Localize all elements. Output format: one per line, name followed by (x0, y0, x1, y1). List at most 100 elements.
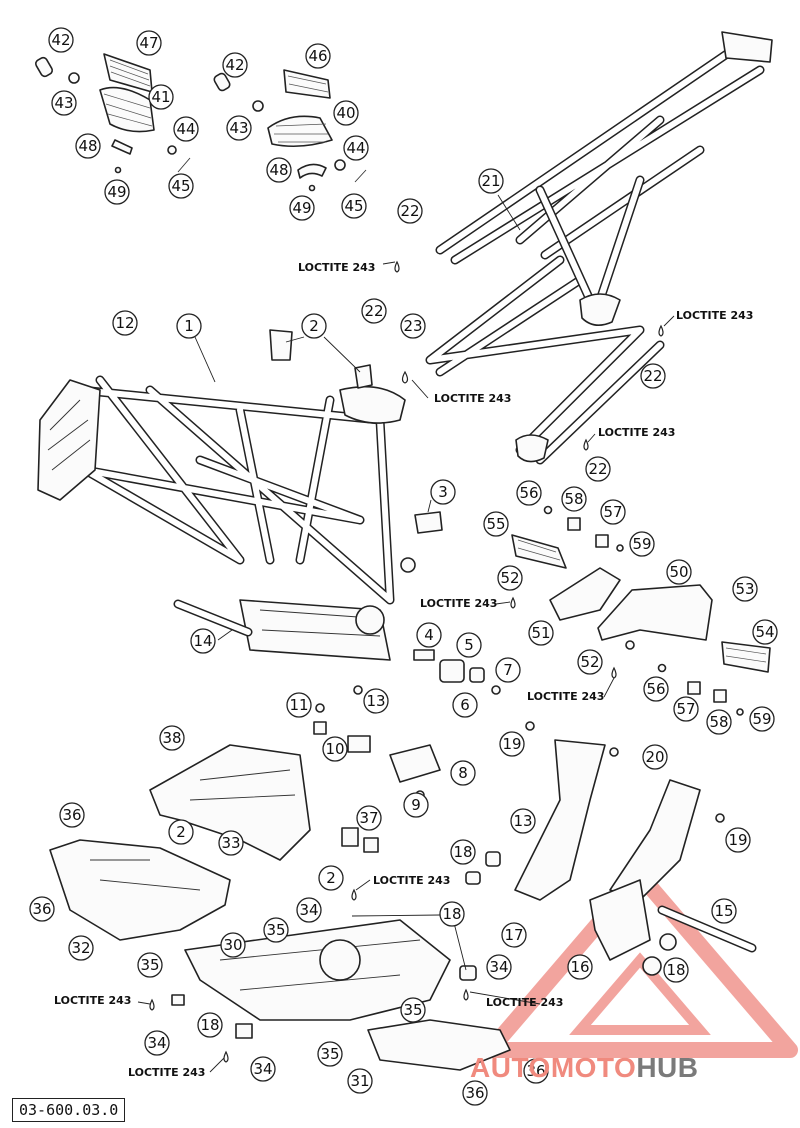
svg-text:18: 18 (200, 1016, 219, 1034)
callout-15: 15 (711, 898, 737, 924)
callout-8: 8 (450, 760, 476, 786)
svg-text:8: 8 (458, 764, 468, 782)
svg-text:46: 46 (308, 47, 327, 65)
svg-text:22: 22 (588, 460, 607, 478)
callout-51: 51 (528, 620, 554, 646)
callout-30: 30 (220, 932, 246, 958)
svg-text:58: 58 (709, 713, 728, 731)
svg-text:18: 18 (442, 905, 461, 923)
svg-text:37: 37 (359, 809, 378, 827)
watermark-triangle-logo (482, 867, 798, 1058)
pivot-axle-parts (173, 599, 501, 695)
callout-33: 33 (218, 830, 244, 856)
svg-text:14: 14 (193, 632, 212, 650)
svg-text:55: 55 (486, 515, 505, 533)
callout-36: 36 (29, 896, 55, 922)
svg-text:18: 18 (453, 843, 472, 861)
loctite-label: LOCTITE 243 (598, 426, 675, 439)
svg-text:58: 58 (564, 490, 583, 508)
callout-4: 4 (416, 622, 442, 648)
svg-text:17: 17 (504, 926, 523, 944)
callout-35: 35 (317, 1041, 343, 1067)
svg-text:57: 57 (676, 700, 695, 718)
callout-32: 32 (68, 935, 94, 961)
callout-34: 34 (296, 897, 322, 923)
loctite-label: LOCTITE 243 (420, 597, 497, 610)
svg-text:2: 2 (309, 317, 319, 335)
callout-36: 36 (523, 1058, 549, 1084)
watermark-text-part2: HUB (636, 1052, 699, 1083)
callout-45: 45 (341, 193, 367, 219)
callout-56: 56 (643, 676, 669, 702)
svg-text:21: 21 (481, 172, 500, 190)
callout-23: 23 (400, 313, 426, 339)
callout-43: 43 (51, 90, 77, 116)
right-footpeg-group (213, 69, 367, 192)
callout-49: 49 (104, 179, 130, 205)
callout-22: 22 (361, 298, 387, 324)
loctite-label: LOCTITE 243 (373, 874, 450, 887)
svg-text:4: 4 (424, 626, 434, 644)
callout-1: 1 (176, 313, 202, 339)
svg-text:43: 43 (54, 94, 73, 112)
callout-57: 57 (673, 696, 699, 722)
svg-text:35: 35 (320, 1045, 339, 1063)
svg-text:36: 36 (526, 1062, 545, 1080)
loctite-label: LOCTITE 243 (434, 392, 511, 405)
callout-49: 49 (289, 195, 315, 221)
callout-2: 2 (301, 313, 327, 339)
callout-13: 13 (510, 808, 536, 834)
callout-52: 52 (577, 649, 603, 675)
svg-text:41: 41 (151, 88, 170, 106)
svg-text:12: 12 (115, 314, 134, 332)
svg-text:56: 56 (519, 484, 538, 502)
callout-35: 35 (137, 952, 163, 978)
callout-42: 42 (222, 52, 248, 78)
callout-31: 31 (347, 1068, 373, 1094)
callout-34: 34 (144, 1030, 170, 1056)
callout-54: 54 (752, 619, 778, 645)
callout-18: 18 (450, 839, 476, 865)
loctite-label: LOCTITE 243 (527, 690, 604, 703)
callout-52: 52 (497, 565, 523, 591)
svg-text:22: 22 (400, 202, 419, 220)
svg-text:54: 54 (755, 623, 774, 641)
svg-text:50: 50 (669, 563, 688, 581)
callout-18: 18 (439, 901, 465, 927)
svg-text:34: 34 (299, 901, 318, 919)
svg-text:34: 34 (253, 1060, 272, 1078)
svg-text:2: 2 (326, 869, 336, 887)
svg-text:44: 44 (176, 120, 195, 138)
svg-text:45: 45 (344, 197, 363, 215)
callout-56: 56 (516, 480, 542, 506)
callout-18: 18 (663, 957, 689, 983)
svg-text:18: 18 (666, 961, 685, 979)
svg-text:1: 1 (184, 317, 194, 335)
callout-42: 42 (48, 27, 74, 53)
svg-text:47: 47 (139, 34, 158, 52)
svg-text:38: 38 (162, 729, 181, 747)
callout-45: 45 (168, 173, 194, 199)
callout-7: 7 (495, 657, 521, 683)
svg-text:9: 9 (411, 796, 421, 814)
watermark-text-part1: AUTOMOTO (470, 1052, 637, 1083)
callout-2: 2 (318, 865, 344, 891)
svg-text:48: 48 (78, 137, 97, 155)
svg-text:15: 15 (714, 902, 733, 920)
svg-text:42: 42 (51, 31, 70, 49)
svg-text:6: 6 (460, 696, 470, 714)
callout-44: 44 (343, 135, 369, 161)
callout-17: 17 (501, 922, 527, 948)
svg-text:34: 34 (489, 958, 508, 976)
svg-text:5: 5 (464, 636, 474, 654)
loctite-label: LOCTITE 243 (298, 261, 375, 274)
loctite-label: LOCTITE 243 (54, 994, 131, 1007)
svg-text:35: 35 (140, 956, 159, 974)
callout-43: 43 (226, 115, 252, 141)
svg-text:35: 35 (403, 1001, 422, 1019)
loctite-label: LOCTITE 243 (486, 996, 563, 1009)
callout-34: 34 (486, 954, 512, 980)
rear-subframe (425, 31, 773, 465)
svg-text:53: 53 (735, 580, 754, 598)
